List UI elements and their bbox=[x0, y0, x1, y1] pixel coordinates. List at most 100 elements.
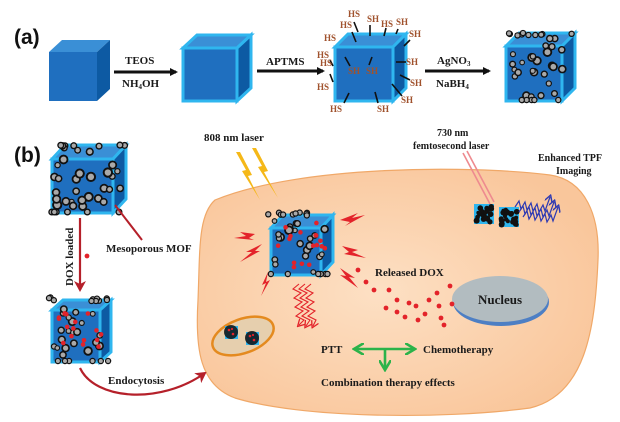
laser-808-bolt-icon bbox=[236, 148, 278, 200]
silver-nanoparticle bbox=[548, 62, 558, 72]
dox-loaded-label: DOX loaded bbox=[64, 228, 76, 286]
silver-nanoparticle bbox=[545, 80, 552, 87]
dox-loaded-cube bbox=[45, 294, 115, 366]
silver-nanoparticle bbox=[272, 261, 279, 268]
dox-molecule bbox=[355, 267, 361, 273]
thiol-label: SH bbox=[401, 95, 413, 105]
dox-molecule bbox=[69, 333, 74, 339]
silver-nanoparticle bbox=[70, 142, 78, 150]
endosome-particle bbox=[224, 325, 238, 339]
silver-nanoparticle bbox=[509, 60, 517, 68]
silver-nanoparticle bbox=[568, 30, 575, 37]
dox-molecule bbox=[71, 326, 76, 331]
step2-reagent-aptms: APTMS bbox=[266, 56, 305, 68]
silver-nanoparticle bbox=[271, 218, 278, 224]
dox-molecule bbox=[291, 264, 297, 270]
panel-b-label: (b) bbox=[14, 144, 41, 167]
silver-nanoparticle bbox=[510, 219, 516, 225]
silver-nanoparticle bbox=[293, 220, 302, 228]
dox-molecule bbox=[314, 242, 320, 248]
silver-nanoparticle bbox=[51, 194, 62, 204]
step1-reagent-teos: TEOS bbox=[125, 55, 154, 67]
step1-reagent-nh4oh: NH4OH bbox=[122, 78, 160, 91]
silver-nanoparticle bbox=[482, 215, 488, 221]
silver-nanoparticle bbox=[61, 357, 69, 365]
endosome bbox=[211, 315, 275, 357]
thiol-label: SH bbox=[348, 66, 360, 76]
dox-molecule bbox=[94, 328, 99, 333]
laser-730-label-line2: femtosecond laser bbox=[413, 141, 490, 152]
dox-molecule bbox=[64, 324, 70, 330]
dox-molecule bbox=[94, 337, 100, 343]
silica-coated-cube bbox=[179, 31, 255, 105]
silver-nanoparticle bbox=[102, 167, 114, 178]
silver-nanoparticle bbox=[77, 195, 87, 205]
ptt-label: PTT bbox=[321, 344, 343, 356]
silver-nanoparticle bbox=[498, 216, 504, 222]
heat-bolts bbox=[234, 213, 366, 296]
silver-nanoparticle bbox=[514, 68, 522, 77]
silver-nanoparticle bbox=[525, 31, 532, 39]
silver-nanoparticle bbox=[318, 251, 325, 258]
silver-nanoparticle bbox=[72, 308, 80, 316]
thiol-label: SH bbox=[377, 104, 389, 114]
laser-730-label-line1: 730 nm bbox=[437, 128, 469, 139]
dox-molecule bbox=[80, 342, 86, 347]
silver-nanoparticle bbox=[555, 96, 562, 104]
silver-nanoparticle bbox=[537, 31, 545, 38]
panel-a-label: (a) bbox=[14, 26, 40, 49]
dox-molecule bbox=[422, 311, 428, 317]
silver-nanoparticle bbox=[54, 345, 61, 351]
dox-molecule bbox=[363, 279, 369, 285]
endocytosis-arrow-group: Endocytosis bbox=[79, 367, 207, 396]
silver-nanoparticle bbox=[61, 196, 71, 206]
silver-nanoparticle bbox=[89, 357, 96, 365]
silver-nanoparticle bbox=[557, 45, 566, 54]
silver-nanoparticle bbox=[550, 89, 559, 98]
thiol-label: SH bbox=[366, 66, 378, 76]
silver-nanoparticle bbox=[542, 47, 553, 57]
thiol-labels: HS HS SH HS SH HS SH HS SH SH HS HS SH S… bbox=[317, 9, 422, 114]
dox-molecule bbox=[310, 243, 316, 248]
imaging-particle bbox=[473, 203, 495, 225]
step1-arrow-group: TEOS NH4OH bbox=[114, 55, 178, 91]
silver-nanoparticle bbox=[116, 141, 124, 149]
released-dox-molecules bbox=[355, 267, 455, 328]
dox-molecule bbox=[306, 262, 312, 268]
silver-nanoparticle bbox=[72, 187, 81, 196]
thiol-label: HS bbox=[324, 33, 336, 43]
dox-molecule bbox=[318, 238, 323, 244]
silver-nanoparticle bbox=[513, 208, 520, 215]
silver-nanoparticle bbox=[531, 96, 538, 104]
silver-nanoparticle bbox=[320, 224, 329, 234]
combination-arrows bbox=[356, 349, 413, 368]
dox-molecule bbox=[436, 303, 442, 309]
thiol-bonds bbox=[329, 21, 411, 104]
silver-nanoparticle bbox=[505, 30, 513, 37]
silver-nanoparticle bbox=[104, 357, 112, 365]
silver-nanoparticle bbox=[518, 96, 525, 104]
plain-mof-cube bbox=[49, 40, 110, 101]
silver-nanoparticle bbox=[105, 185, 114, 194]
silver-nanoparticle bbox=[54, 161, 61, 169]
released-dox-label: Released DOX bbox=[375, 267, 444, 279]
dox-loading-arrow-group: DOX loaded bbox=[64, 218, 90, 292]
silver-nanoparticle bbox=[267, 270, 275, 278]
thiol-label: HS bbox=[320, 58, 332, 68]
silver-nanoparticle bbox=[78, 319, 85, 327]
dox-molecule bbox=[402, 314, 408, 320]
silver-nanoparticle bbox=[57, 141, 65, 149]
thiol-functionalized-cube: HS HS SH HS SH HS SH HS SH SH HS HS SH S… bbox=[317, 9, 422, 114]
silver-nanoparticle bbox=[503, 217, 509, 222]
silver-nanoparticle bbox=[475, 214, 480, 220]
silver-nanoparticle bbox=[487, 211, 494, 218]
silver-nanoparticle bbox=[292, 210, 299, 217]
dox-molecule bbox=[291, 260, 297, 266]
tpf-imaging-label-line1: Enhanced TPF bbox=[538, 153, 602, 164]
silver-nanoparticle bbox=[116, 184, 125, 193]
silver-nanoparticle bbox=[279, 211, 287, 218]
dox-molecule bbox=[383, 305, 389, 311]
mof-pointer-line bbox=[114, 204, 143, 241]
dox-molecule bbox=[371, 287, 377, 293]
silver-nanoparticle bbox=[85, 147, 94, 156]
